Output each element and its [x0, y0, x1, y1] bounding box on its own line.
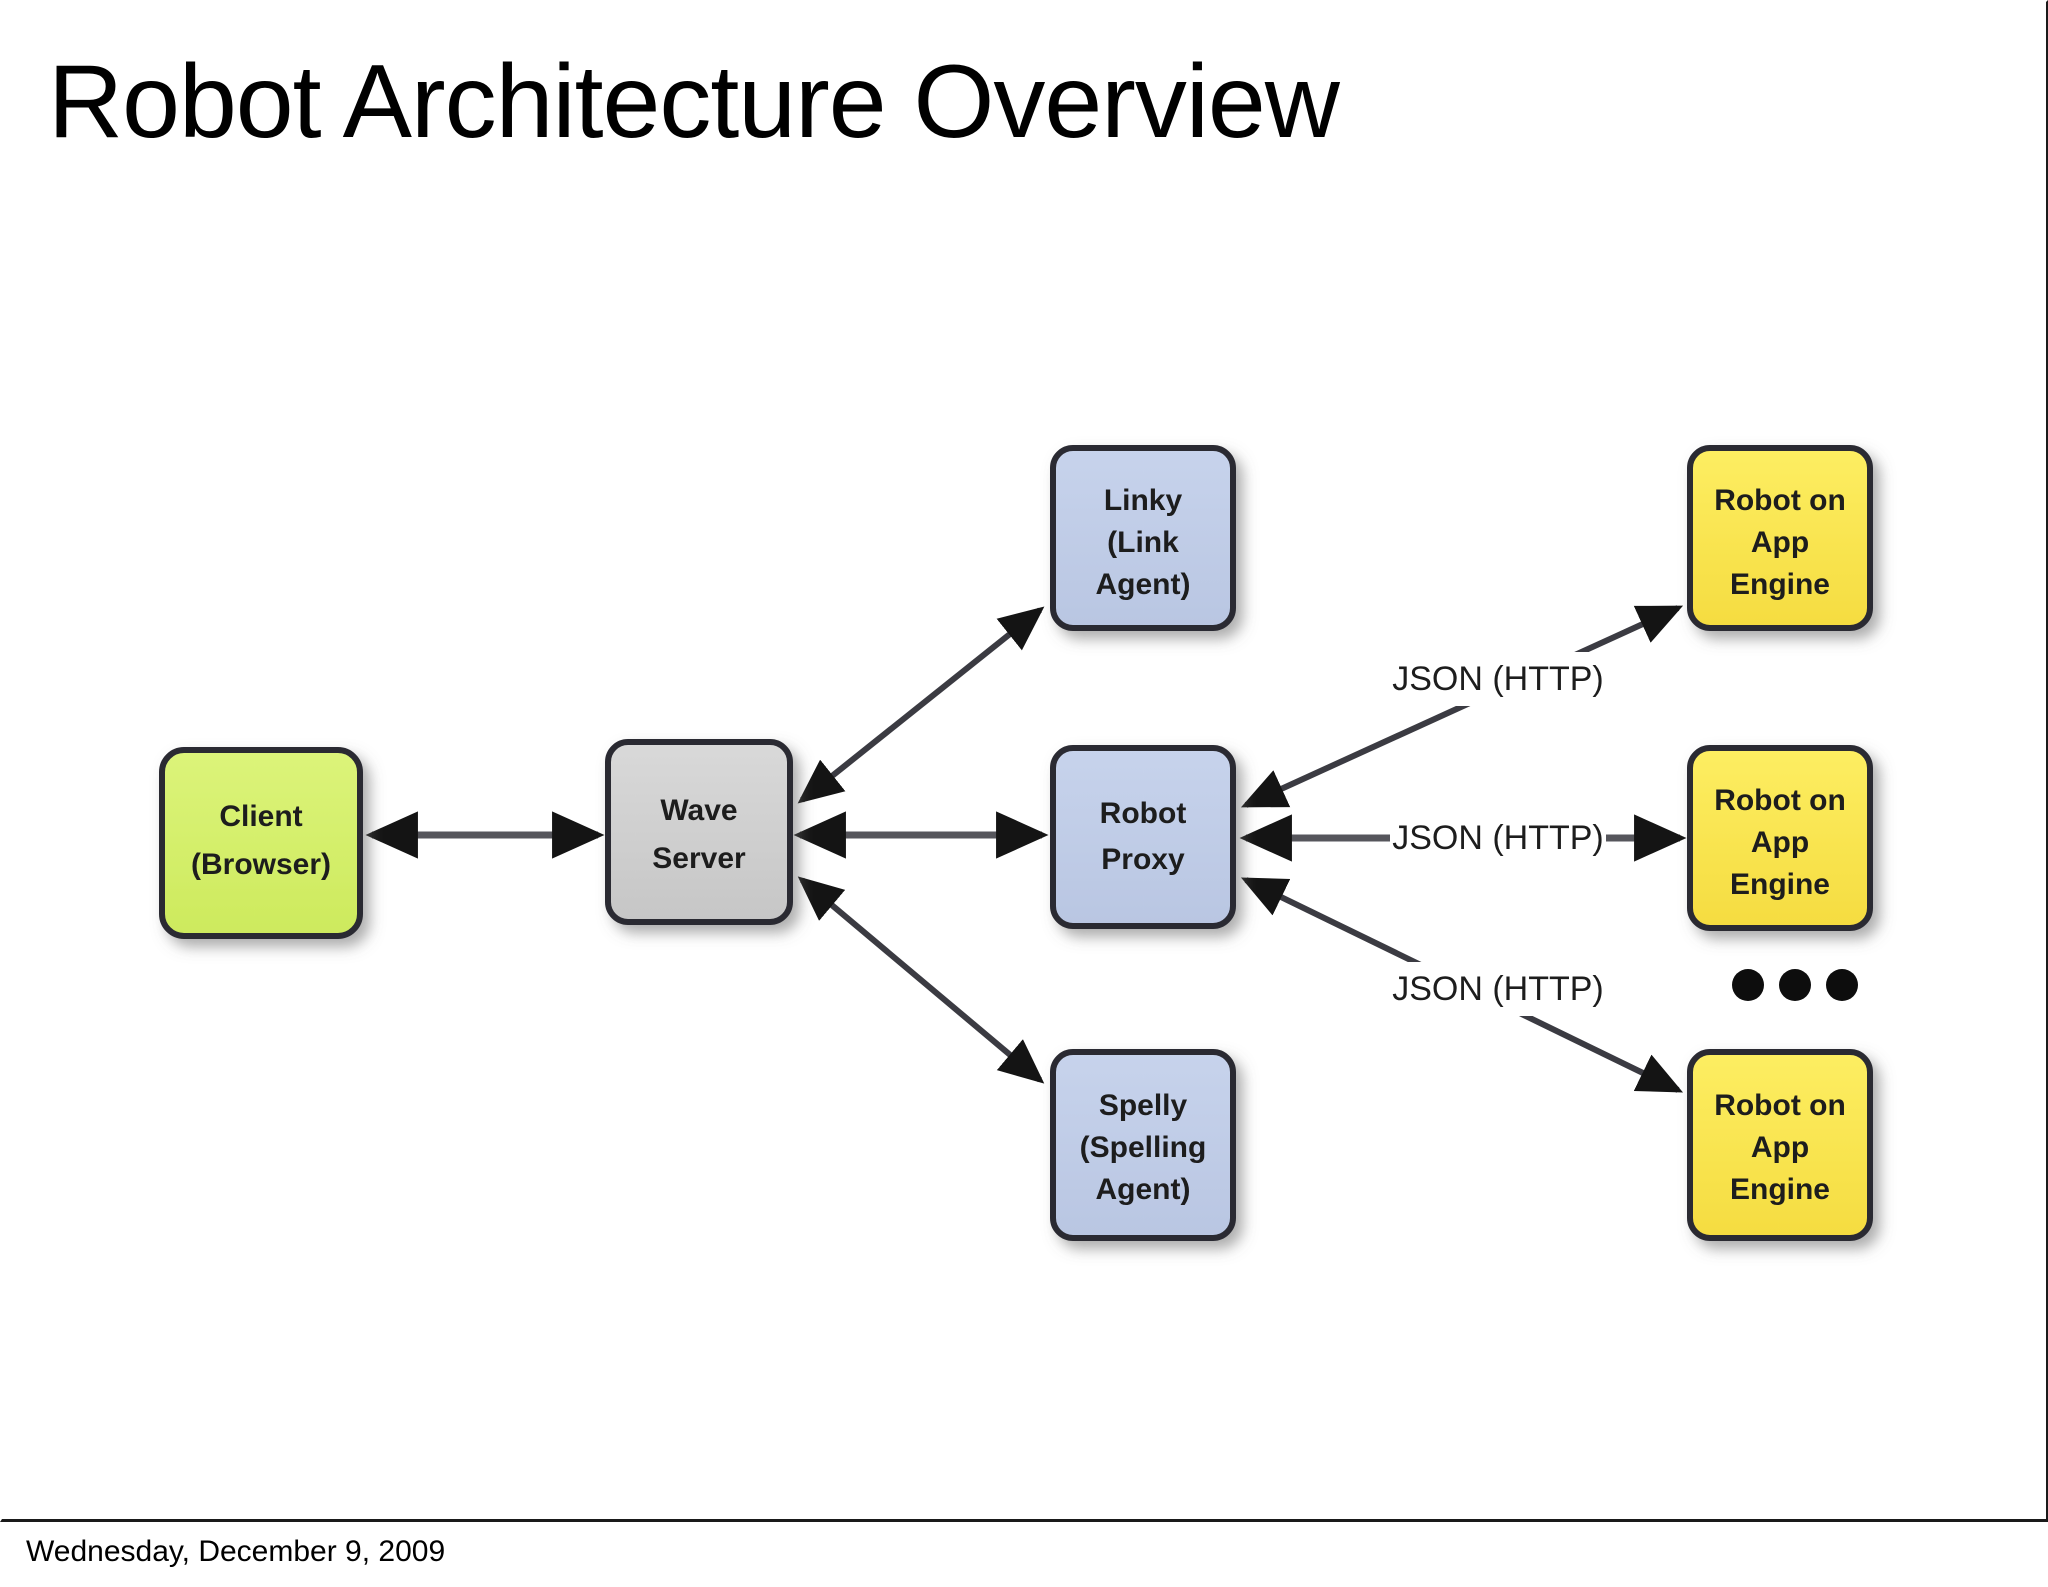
node-label-line: Robot on: [1714, 784, 1846, 817]
node-robot-app-engine-3[interactable]: Robot on App Engine: [1687, 1049, 1873, 1241]
footer-date: Wednesday, December 9, 2009: [26, 1535, 446, 1568]
edge-label-text: JSON (HTTP): [1392, 660, 1604, 698]
node-label-line: App: [1751, 1131, 1809, 1164]
node-label-line: Engine: [1730, 568, 1830, 601]
nodes-layer: Client (Browser) Wave Server Linky (Link…: [159, 445, 1873, 1241]
edge-label-text: JSON (HTTP): [1392, 819, 1604, 857]
more-robots-ellipsis-icon: [1732, 969, 1858, 1001]
edge-labels-layer: JSON (HTTP) JSON (HTTP) JSON (HTTP): [1366, 652, 1630, 1016]
node-client-browser[interactable]: Client (Browser): [159, 747, 363, 939]
node-label-line: (Link: [1107, 526, 1179, 559]
node-label-line: Wave: [660, 794, 737, 827]
edge-robotproxy-robot1: [1240, 605, 1684, 808]
edge-label-json-http-2: JSON (HTTP): [1390, 811, 1606, 865]
node-label-line: Spelly: [1099, 1089, 1188, 1122]
node-label-line: Client: [219, 800, 302, 833]
node-label-line: Linky: [1104, 484, 1183, 517]
node-label-line: Engine: [1730, 1173, 1830, 1206]
node-robot-app-engine-1-box[interactable]: [1687, 445, 1873, 631]
node-spelly-spelling-agent[interactable]: Spelly (Spelling Agent): [1050, 1049, 1236, 1241]
node-robot-app-engine-3-box[interactable]: [1687, 1049, 1873, 1241]
node-robot-proxy-box[interactable]: [1050, 745, 1236, 929]
edge-waveserver-spelly: [797, 876, 1045, 1084]
node-linky-link-agent[interactable]: Linky (Link Agent): [1050, 445, 1236, 631]
node-robot-app-engine-2-box[interactable]: [1687, 745, 1873, 931]
node-linky-box[interactable]: [1050, 445, 1236, 631]
edge-label-text: JSON (HTTP): [1392, 970, 1604, 1008]
node-label-line: App: [1751, 826, 1809, 859]
edge-label-json-http-3: JSON (HTTP): [1366, 962, 1630, 1016]
node-label-line: Proxy: [1101, 843, 1185, 876]
node-robot-proxy[interactable]: Robot Proxy: [1050, 745, 1236, 929]
ellipsis-dot: [1732, 969, 1764, 1001]
node-label-line: (Browser): [191, 848, 331, 881]
node-label-line: Robot on: [1714, 484, 1846, 517]
node-label-line: (Spelling: [1080, 1131, 1207, 1164]
node-wave-server[interactable]: Wave Server: [605, 739, 793, 925]
edge-waveserver-linky: [797, 606, 1045, 804]
node-label-line: Engine: [1730, 868, 1830, 901]
architecture-diagram: JSON (HTTP) JSON (HTTP) JSON (HTTP) Clie…: [159, 445, 1873, 1241]
page-title: Robot Architecture Overview: [48, 44, 1340, 160]
node-label-line: Robot on: [1714, 1089, 1846, 1122]
edge-label-json-http-1: JSON (HTTP): [1366, 652, 1630, 706]
node-label-line: Server: [652, 842, 746, 875]
node-spelly-box[interactable]: [1050, 1049, 1236, 1241]
node-label-line: Agent): [1096, 568, 1191, 601]
ellipsis-dot: [1779, 969, 1811, 1001]
node-robot-app-engine-1[interactable]: Robot on App Engine: [1687, 445, 1873, 631]
node-label-line: Agent): [1096, 1173, 1191, 1206]
node-label-line: App: [1751, 526, 1809, 559]
slide-frame-border: [0, 0, 2048, 1522]
node-label-line: Robot: [1100, 797, 1187, 830]
ellipsis-dot: [1826, 969, 1858, 1001]
node-robot-app-engine-2[interactable]: Robot on App Engine: [1687, 745, 1873, 931]
node-client-browser-box[interactable]: [159, 747, 363, 939]
node-wave-server-box[interactable]: [605, 739, 793, 925]
